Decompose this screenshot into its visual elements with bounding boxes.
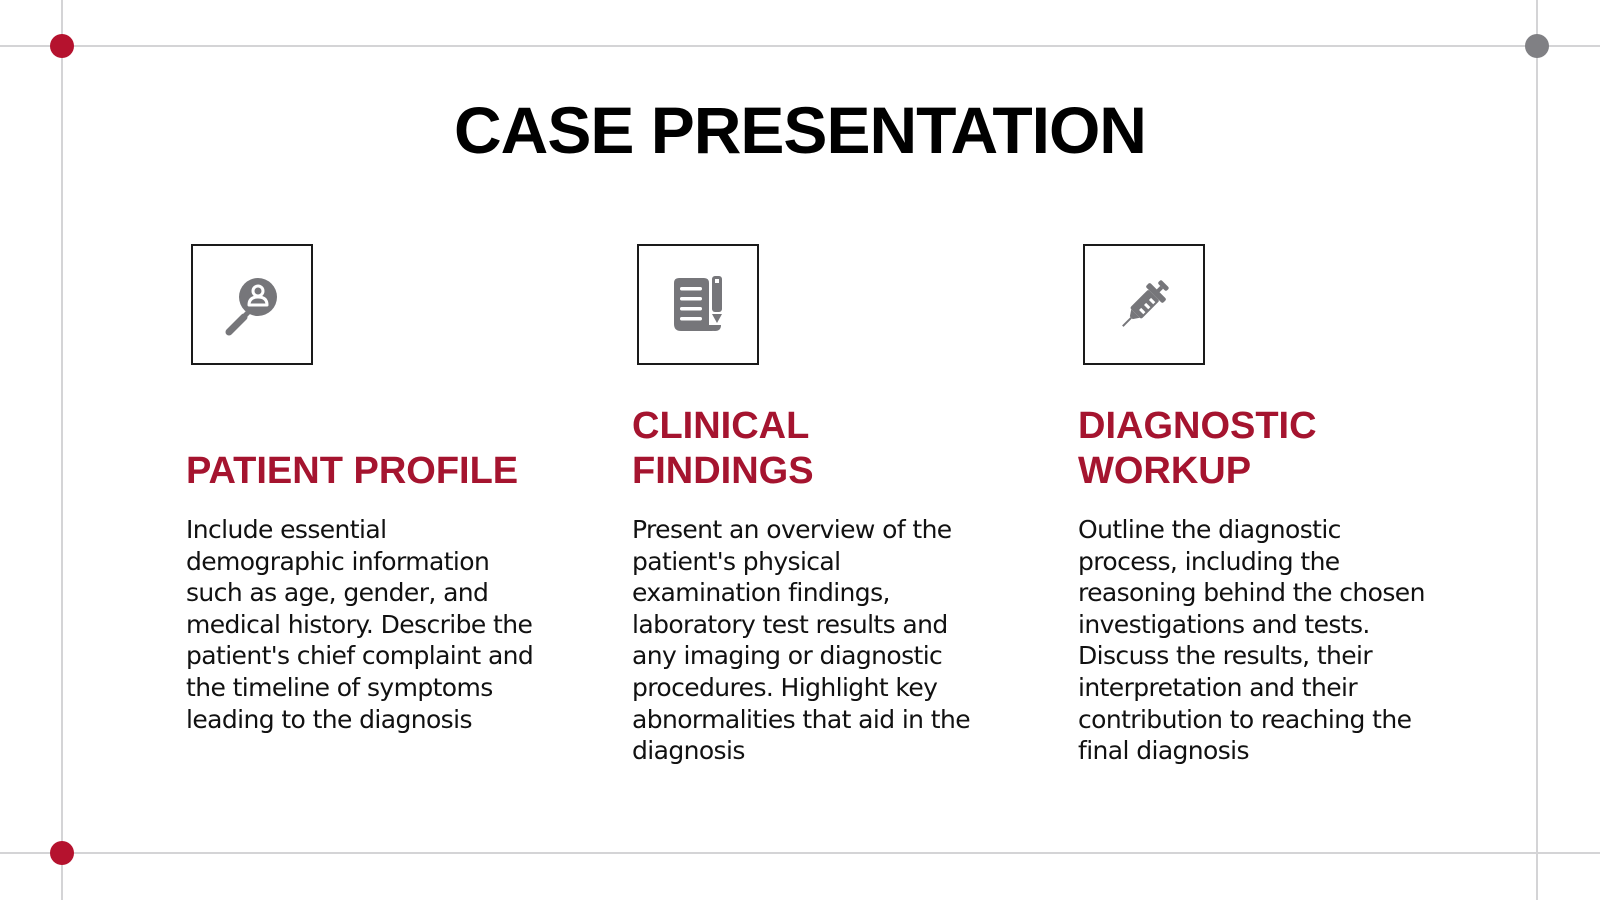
icon-frame — [1083, 244, 1205, 365]
document-pencil-icon — [674, 275, 722, 331]
column-body: Present an overview of the patient's phy… — [632, 515, 971, 766]
magnifier-user-icon — [225, 277, 277, 335]
frame-line-top — [0, 45, 1600, 47]
column-body: Outline the diagnostic process, includin… — [1078, 515, 1425, 766]
syringe-icon — [1122, 279, 1169, 327]
corner-dot-bottom-left — [50, 841, 74, 865]
column-body: Include essential demographic informatio… — [186, 515, 534, 734]
frame-line-left — [61, 0, 63, 900]
corner-dot-top-right — [1525, 34, 1549, 58]
column-diagnostic-workup: DIAGNOSTIC WORKUP Outline the diagnostic… — [1078, 244, 1463, 765]
column-heading: DIAGNOSTIC WORKUP — [1078, 405, 1317, 492]
icon-frame — [637, 244, 759, 365]
heading-container: CLINICAL FINDINGS — [632, 394, 872, 494]
heading-container: PATIENT PROFILE — [186, 394, 518, 494]
heading-container: DIAGNOSTIC WORKUP — [1078, 394, 1338, 494]
frame-line-bottom — [0, 852, 1600, 854]
column-heading: PATIENT PROFILE — [186, 450, 519, 492]
column-clinical-findings: CLINICAL FINDINGS Present an overview of… — [632, 244, 1017, 765]
slide-title: CASE PRESENTATION — [454, 93, 1147, 167]
icon-frame — [191, 244, 313, 365]
frame-line-right — [1536, 0, 1538, 900]
corner-dot-top-left — [50, 34, 74, 58]
column-patient-profile: PATIENT PROFILE Include essential demogr… — [186, 244, 571, 734]
column-heading: CLINICAL FINDINGS — [632, 405, 814, 492]
